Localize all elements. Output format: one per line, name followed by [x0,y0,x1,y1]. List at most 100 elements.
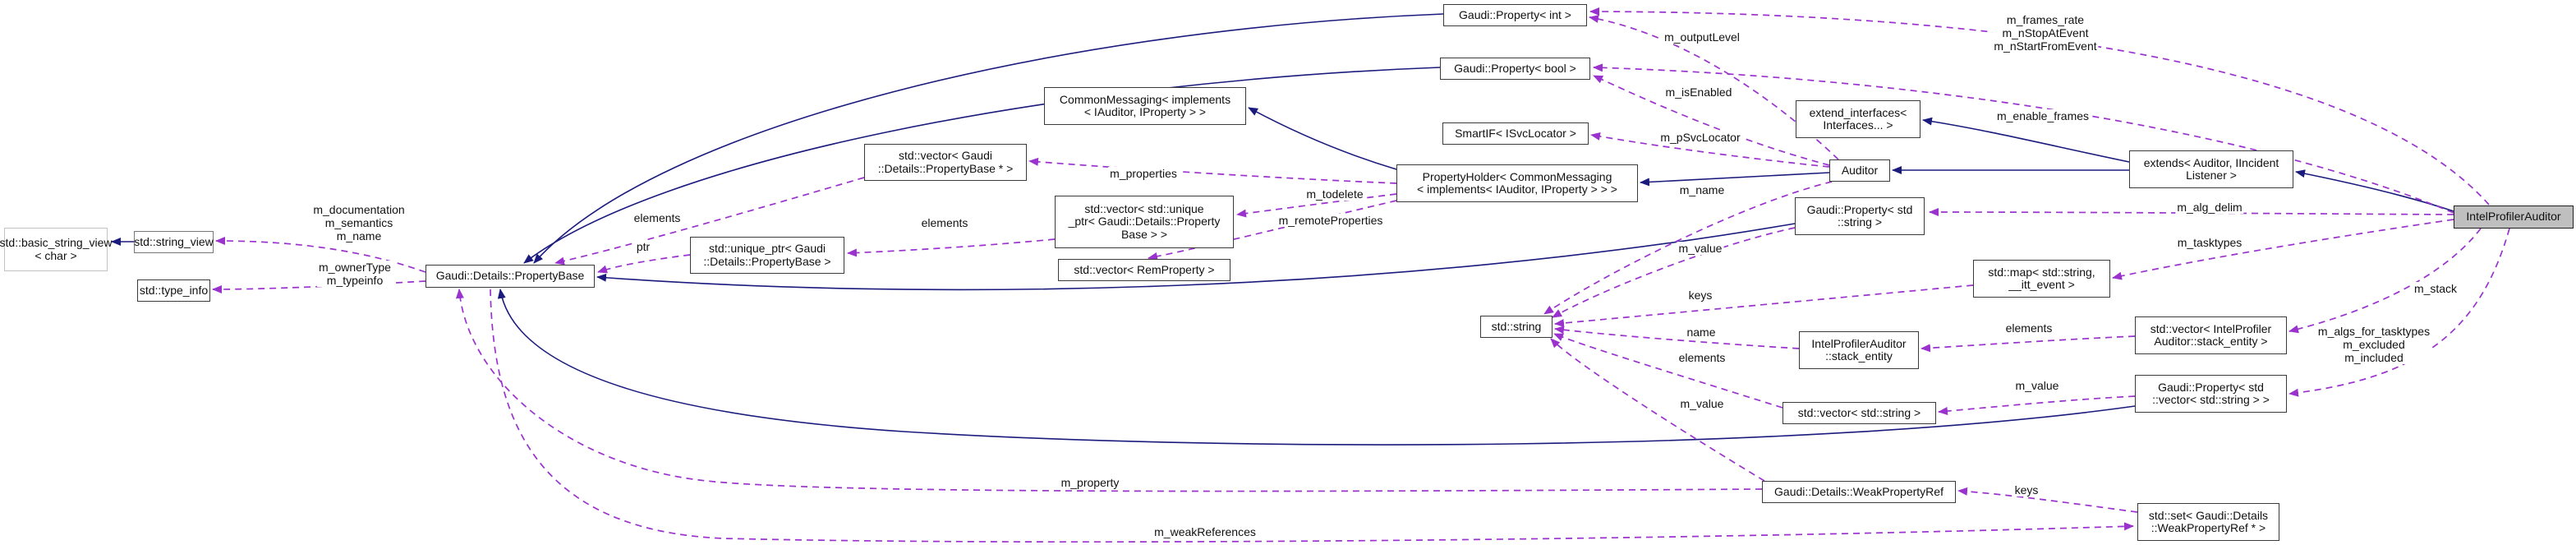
class-node-smartif[interactable]: SmartIF< ISvcLocator > [1442,122,1589,145]
class-node-label: Auditor [1841,163,1879,177]
edge-pint-pb [533,13,1444,264]
class-node-label: std::unique_ptr< Gaudi [708,242,826,255]
class-node-label: Gaudi::Property< int > [1459,7,1571,21]
edge-label-u6: m_remoteProperties [1276,214,1385,227]
edge-ipa-map [2112,219,2454,280]
class-node-label: PropertyHolder< CommonMessaging [1422,169,1612,183]
edge-set-wpr [1957,487,2138,513]
class-node-label: < char > [34,248,77,262]
edge-ext-ei [1922,117,2130,163]
class-node-label: std::basic_string_view [0,236,113,249]
class-node-label: std::string_view [134,234,214,248]
class-node-uniq[interactable]: std::unique_ptr< Gaudi::Details::Propert… [690,237,844,274]
edge-pstr-str [1552,227,1796,318]
class-node-label: Interfaces... > [1823,118,1893,132]
edge-label-u15: name [1685,326,1718,339]
edge-vecuniq-uniq [847,238,1056,257]
class-node-label: std::vector< std::string > [1797,405,1921,419]
edge-pstr-pb [596,223,1796,291]
class-node-sv[interactable]: std::string_view [134,231,214,253]
class-node-label: __itt_event > [2008,278,2075,291]
class-node-vecstr[interactable]: std::vector< std::string > [1782,402,1936,424]
edge-pb-sv [215,237,426,273]
edge-se-str [1554,326,1800,349]
class-node-se[interactable]: IntelProfilerAuditor::stack_entity [1799,331,1919,369]
edge-label-u27: m_stack [2412,282,2459,295]
class-node-label: Gaudi::Details::PropertyBase [435,269,585,283]
edge-ph-vecuniq [1236,193,1397,218]
class-node-ei[interactable]: extend_interfaces<Interfaces... > [1796,100,1920,138]
class-node-aud[interactable]: Auditor [1829,159,1890,182]
edge-label-u2: m_ownerType m_typeinfo [317,261,393,287]
edge-pvecstr-pb [497,289,2136,446]
class-node-ph[interactable]: PropertyHolder< CommonMessaging< impleme… [1396,164,1638,202]
edge-vecstr-str [1553,333,1783,409]
class-node-label: ::Details::PropertyBase * > [877,161,1014,175]
class-node-pb[interactable]: Gaudi::Details::PropertyBase [426,265,595,288]
class-node-ti[interactable]: std::type_info [137,279,210,302]
edge-map-str [1554,284,1974,327]
class-node-pbool[interactable]: Gaudi::Property< bool > [1440,58,1590,80]
class-node-label: Gaudi::Property< bool > [1454,61,1576,75]
class-node-cm[interactable]: CommonMessaging< implements< IAuditor, I… [1044,87,1246,125]
class-node-map[interactable]: std::map< std::string,__itt_event > [1973,260,2110,298]
edge-aud-smartif [1590,132,1830,168]
class-node-label: Gaudi::Details::WeakPropertyRef [1774,484,1944,498]
edge-label-u7: elements [919,216,970,229]
class-node-ipa[interactable]: IntelProfilerAuditor [2454,206,2574,229]
class-node-label: std::set< Gaudi::Details [2148,508,2269,522]
edge-label-u17: m_value [1678,397,1726,410]
edge-pb-ti [212,280,426,293]
class-node-label: ::stack_entity [1825,349,1893,363]
edge-ipa-ext [2295,169,2454,212]
edge-wpr-str [1550,338,1765,482]
class-node-bsv[interactable]: std::basic_string_view< char > [0,228,112,271]
class-node-label: Base > > [1120,227,1168,241]
class-node-pvecstr[interactable]: Gaudi::Property< std::vector< std::strin… [2135,375,2287,413]
class-node-label: std::map< std::string, [1988,265,2095,279]
edge-ipa-vecse [2288,228,2482,334]
class-node-vecrem[interactable]: std::vector< RemProperty > [1058,259,1230,281]
class-node-set[interactable]: std::set< Gaudi::Details::WeakPropertyRe… [2137,503,2279,541]
edge-wpr-pb [455,289,1763,492]
edge-ipa-pvecstr [2288,228,2510,397]
class-node-label: std::vector< IntelProfiler [2150,321,2272,335]
class-node-label: Gaudi::Property< std [1806,202,1913,216]
edge-vecse-se [1920,335,2136,353]
edge-aud-ph [1640,172,1830,187]
edge-label-u25: m_alg_delim [2175,201,2244,214]
class-node-label: std::vector< RemProperty > [1074,262,1215,276]
edge-label-u20: keys [2012,483,2040,497]
edge-pvecstr-vecstr [1938,395,2136,416]
class-node-label: Listener > [2186,169,2237,182]
edge-label-u5: m_todelete [1304,187,1365,201]
class-node-vecpb[interactable]: std::vector< Gaudi::Details::PropertyBas… [864,144,1027,181]
class-node-label: std::type_info [139,283,209,297]
edge-ipa-pint [1589,7,2490,206]
class-node-pint[interactable]: Gaudi::Property< int > [1443,4,1587,26]
edge-label-u12: m_name [1677,183,1727,196]
edge-label-u28: m_algs_for_tasktypes m_excluded m_includ… [2316,325,2432,364]
class-node-label: CommonMessaging< implements [1059,92,1231,106]
edge-ipa-pbool [1593,63,2454,214]
edge-pb-set [490,289,2134,543]
class-node-str[interactable]: std::string [1480,316,1552,338]
class-node-label: _ptr< Gaudi::Details::Property [1068,215,1221,229]
edge-pbool-pb [523,67,1441,264]
class-node-label: ::WeakPropertyRef * > [2150,521,2266,534]
class-node-pstr[interactable]: Gaudi::Property< std::string > [1795,197,1925,235]
class-node-label: std::vector< Gaudi [898,149,992,162]
class-node-label: ::vector< std::string > > [2152,393,2270,406]
class-node-label: < IAuditor, IProperty > > [1083,105,1207,118]
class-node-label: Auditor::stack_entity > [2154,335,2268,348]
class-node-label: std::vector< std::unique [1084,201,1204,215]
class-node-label: ::Details::PropertyBase > [703,254,831,268]
class-node-wpr[interactable]: Gaudi::Details::WeakPropertyRef [1762,481,1956,503]
class-node-vecuniq[interactable]: std::vector< std::unique_ptr< Gaudi::Det… [1055,196,1234,248]
class-node-label: IntelProfilerAuditor [2466,210,2561,224]
class-node-label: IntelProfilerAuditor [1811,336,1907,350]
edge-label-u13: m_value [1677,242,1724,255]
